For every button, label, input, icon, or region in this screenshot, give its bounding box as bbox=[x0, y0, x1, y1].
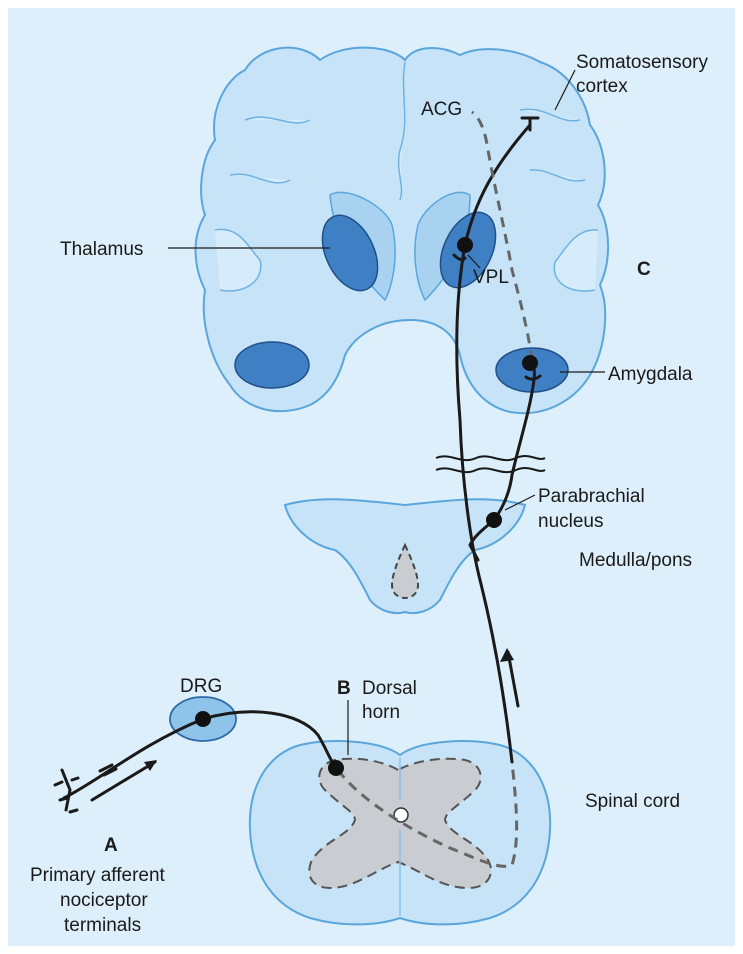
dorsal-horn-soma bbox=[328, 760, 344, 776]
label-somatosensory-1: Somatosensory bbox=[576, 52, 709, 73]
label-parabrachial-2: nucleus bbox=[538, 511, 604, 532]
parabrachial-soma bbox=[486, 512, 502, 528]
vpl-soma bbox=[457, 237, 473, 253]
label-medulla: Medulla/pons bbox=[579, 550, 692, 571]
spinal-cord-section bbox=[250, 741, 550, 924]
label-acg: ACG bbox=[421, 99, 462, 120]
left-amygdala bbox=[235, 342, 309, 388]
label-amygdala: Amygdala bbox=[608, 364, 693, 385]
label-thalamus: Thalamus bbox=[60, 239, 143, 260]
label-dorsal: Dorsal bbox=[362, 678, 417, 699]
label-spinal-cord: Spinal cord bbox=[585, 791, 680, 812]
label-somatosensory-2: cortex bbox=[576, 76, 628, 97]
label-drg: DRG bbox=[180, 676, 222, 697]
label-vpl: VPL bbox=[473, 267, 509, 288]
label-primary-2: nociceptor bbox=[60, 890, 148, 911]
label-primary-3: terminals bbox=[64, 915, 141, 936]
label-primary-1: Primary afferent bbox=[30, 865, 166, 886]
label-c: C bbox=[637, 259, 651, 280]
label-parabrachial-1: Parabrachial bbox=[538, 486, 645, 507]
amygdala-soma bbox=[522, 355, 538, 371]
label-b: B bbox=[337, 678, 351, 699]
drg-soma bbox=[195, 711, 211, 727]
label-horn: horn bbox=[362, 702, 400, 723]
label-a: A bbox=[104, 835, 118, 856]
